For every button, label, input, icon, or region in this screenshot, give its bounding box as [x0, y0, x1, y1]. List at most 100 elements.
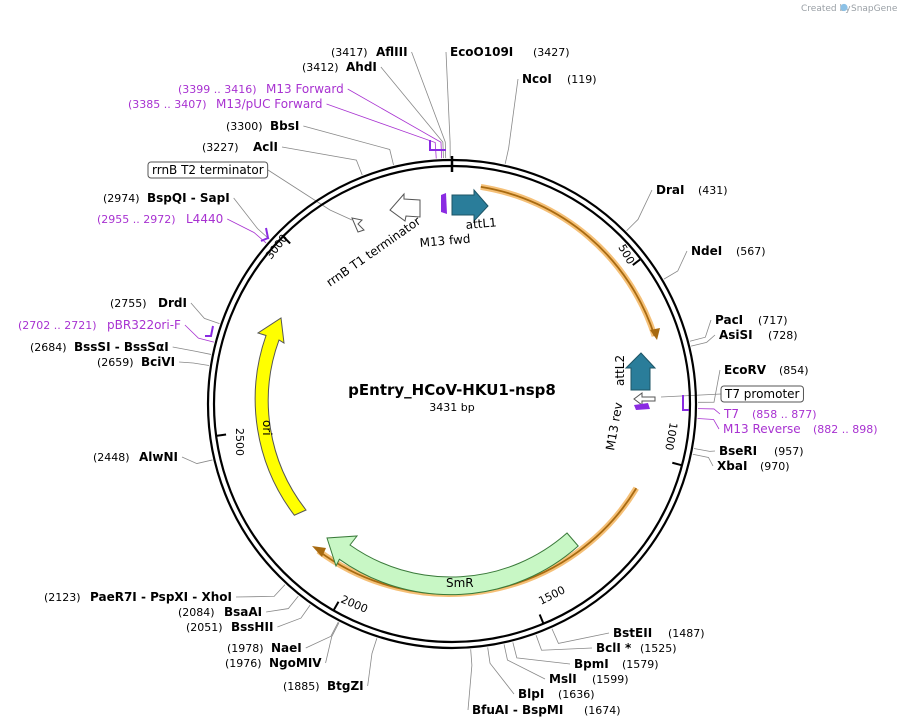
leader-line: [233, 197, 270, 240]
plasmid-name: pEntry_HCoV-HKU1-nsp8: [348, 381, 556, 399]
restriction-site-bsshii[interactable]: (2051) BssHII: [186, 620, 273, 634]
primer-pbr322[interactable]: (2702 .. 2721)pBR322ori-F: [18, 318, 181, 332]
site-position: (2084): [178, 606, 215, 619]
restriction-site-ndei[interactable]: (567)NdeI: [691, 244, 766, 258]
m13-fwd-site[interactable]: M13 fwd: [419, 193, 471, 250]
scale-tick-label: 2500: [233, 428, 246, 456]
restriction-site-paci[interactable]: (717)PacI: [715, 313, 788, 327]
restriction-site-bbsi[interactable]: (3300)BbsI: [226, 119, 299, 133]
restriction-site-ahdi[interactable]: (3412)AhdI: [302, 60, 377, 74]
restriction-site-bsssi[interactable]: (2684) BssSI - BssSαI: [30, 340, 169, 354]
restriction-site-alwni[interactable]: (2448)AlwNI: [93, 450, 178, 464]
site-name: DrdI: [158, 296, 187, 310]
site-name: BspQI - SapI: [147, 191, 230, 205]
restriction-site-acli[interactable]: (3227)AclI: [202, 140, 278, 154]
pbr322-marker: [205, 325, 214, 337]
leader-line: [303, 125, 394, 166]
site-position: (1599): [592, 673, 629, 686]
smr-label: SmR: [446, 576, 474, 590]
m13-fwd-label: M13 fwd: [419, 232, 471, 250]
rrnb-t2-feature[interactable]: [351, 217, 365, 233]
primer-name: M13 Forward: [266, 82, 344, 96]
site-position: (2684): [30, 341, 67, 354]
restriction-site-bsteii[interactable]: (1487)BstEII: [613, 626, 705, 640]
restriction-site-msli[interactable]: (1599)MslI: [549, 672, 629, 686]
site-name: AsiSI: [719, 328, 753, 342]
scale-tick: [332, 601, 340, 611]
restriction-site-drai[interactable]: (431)DraI: [656, 183, 728, 197]
restriction-site-bspqi[interactable]: (2974) BspQI - SapI: [103, 191, 230, 205]
primer-name: pBR322ori-F: [107, 318, 181, 332]
primer-name: M13/pUC Forward: [216, 97, 323, 111]
site-position: (2051): [186, 621, 223, 634]
l4440-marker: [260, 227, 270, 242]
primer-m13puc[interactable]: (3385 .. 3407)M13/pUC Forward: [128, 97, 323, 111]
t7-promoter-box[interactable]: T7 promoter: [720, 385, 804, 403]
site-position: (728): [768, 329, 798, 342]
primer-t7[interactable]: (858 .. 877) T7: [723, 407, 817, 421]
attl1-arrow: [451, 188, 489, 223]
site-name: BbsI: [270, 119, 299, 133]
restriction-site-bfuai[interactable]: (1674) BfuAI - BspMI: [472, 703, 621, 717]
site-name: AhdI: [346, 60, 377, 74]
site-name: BsaAI: [224, 605, 262, 619]
leader-line: [411, 51, 447, 159]
site-position: (1976): [225, 657, 262, 670]
restriction-site-aflii[interactable]: (3417)AflIII: [331, 45, 408, 59]
attl2-feature[interactable]: attL2: [613, 352, 657, 391]
site-position: (1674): [584, 704, 621, 717]
primer-l4440[interactable]: (2955 .. 2972)L4440: [97, 212, 223, 226]
site-name: PacI: [715, 313, 743, 327]
site-position: (1525): [640, 642, 677, 655]
rrnb-t2-box-label: rrnB T2 terminator: [152, 163, 264, 177]
attl1-feature[interactable]: attL1: [451, 188, 497, 232]
site-name: BssSI - BssSαI: [74, 340, 169, 354]
primer-range: (858 .. 877): [752, 408, 817, 421]
restriction-site-seri[interactable]: (957)BseRI: [719, 444, 804, 458]
restriction-site-bsaai[interactable]: (2084) BsaAI: [178, 605, 262, 619]
restriction-site-blpi[interactable]: (1636)BlpI: [518, 687, 595, 701]
ori-feature[interactable]: ori: [254, 317, 307, 516]
rrnb-t2-box[interactable]: rrnB T2 terminator: [147, 161, 269, 179]
restriction-site-asisi[interactable]: (728) AsiSI: [719, 328, 798, 342]
restriction-site-drdi[interactable]: (2755)DrdI: [110, 296, 187, 310]
site-position: (119): [567, 73, 597, 86]
smr-feature[interactable]: SmR: [326, 532, 579, 596]
rrnb-t1-feature[interactable]: rrnB T1 terminator: [324, 192, 424, 289]
restriction-site-ecoo109i[interactable]: (3427)EcoO109I: [450, 45, 570, 59]
restriction-site-ecorv[interactable]: (854)EcoRV: [724, 363, 809, 377]
leader-line: [347, 88, 443, 159]
plasmid-size: 3431 bp: [429, 401, 474, 414]
site-name: BssHII: [231, 620, 273, 634]
restriction-site-bpmi[interactable]: (1579)BpmI: [574, 657, 659, 671]
leader-line: [281, 146, 363, 176]
t7-promoter-feature[interactable]: [633, 392, 656, 406]
primer-name: T7: [723, 407, 739, 421]
leader-line: [626, 189, 653, 232]
restriction-site-xbai[interactable]: (970)XbaI: [717, 459, 790, 473]
scale-tick: [282, 235, 291, 245]
snapgene-credit: Created by SnapGene: [801, 3, 898, 14]
m13-rev-site[interactable]: M13 rev: [603, 401, 650, 452]
restriction-site-btgzi[interactable]: (1885)BtgZI: [283, 679, 364, 693]
primer-markers: [205, 140, 689, 411]
restriction-site-bcivi[interactable]: (2659)BciVI: [97, 355, 175, 369]
primer-m13fwd[interactable]: (3399 .. 3416) M13 Forward: [178, 82, 344, 96]
site-name: BfuAI - BspMI: [472, 703, 563, 717]
t7-promoter-box-frame: [720, 385, 804, 403]
leader-line: [277, 604, 311, 628]
leader-line: [467, 649, 473, 711]
restriction-site-ngomiv[interactable]: (1976)NgoMIV: [225, 656, 322, 670]
site-name: DraI: [656, 183, 684, 197]
restriction-site-bcli[interactable]: (1525)BclI *: [596, 641, 677, 655]
primer-m13rev[interactable]: (882 .. 898)M13 Reverse: [723, 422, 878, 436]
leader-line: [692, 453, 714, 467]
restriction-site-paer7i[interactable]: (2123)PaeR7I - PspXI - XhoI: [44, 590, 232, 604]
leader-lines: [172, 51, 722, 711]
credit-prefix: Created by: [801, 4, 851, 14]
site-position: (2974): [103, 192, 140, 205]
restriction-site-ncoi[interactable]: (119)NcoI: [522, 72, 597, 86]
primer-range: (3399 .. 3416): [178, 83, 257, 96]
leader-line: [235, 584, 286, 598]
restriction-site-naei[interactable]: (1978)NaeI: [227, 641, 302, 655]
